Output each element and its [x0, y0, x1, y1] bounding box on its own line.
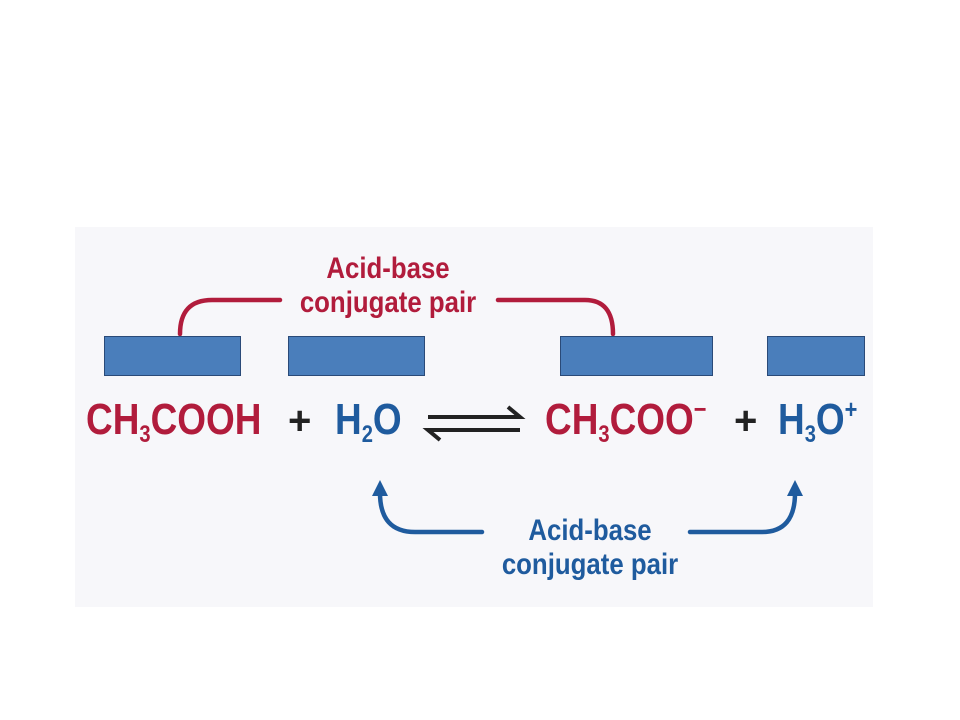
acid-formula: CH3COOH	[86, 395, 262, 448]
reverse-arrow	[422, 428, 520, 442]
bottom-label-line2: conjugate pair	[501, 548, 679, 581]
answer-box-conjugate-acid[interactable]	[767, 336, 865, 376]
answer-box-base[interactable]	[288, 336, 425, 376]
answer-box-conjugate-base[interactable]	[560, 336, 713, 376]
bottom-bracket-left	[377, 490, 485, 535]
bottom-bracket-right	[687, 490, 798, 535]
conjugate-base-formula: CH3COO−	[545, 394, 707, 448]
top-bracket-left	[177, 297, 283, 337]
bottom-conjugate-pair-label: Acid-base conjugate pair	[440, 514, 741, 582]
bottom-arrowhead-left	[372, 480, 388, 496]
bottom-arrowhead-right	[787, 480, 803, 496]
plus-sign-2: +	[734, 399, 758, 443]
conjugate-acid-formula: H3O+	[778, 394, 858, 448]
forward-arrow	[428, 405, 526, 419]
plus-sign-1: +	[288, 399, 312, 443]
answer-box-acid[interactable]	[104, 336, 241, 376]
bottom-label-line1: Acid-base	[528, 514, 652, 547]
top-label-line2: conjugate pair	[299, 286, 477, 319]
top-conjugate-pair-label: Acid-base conjugate pair	[238, 252, 539, 320]
top-bracket-right	[495, 297, 616, 337]
top-label-line1: Acid-base	[326, 252, 450, 285]
base-formula: H2O	[335, 395, 402, 448]
